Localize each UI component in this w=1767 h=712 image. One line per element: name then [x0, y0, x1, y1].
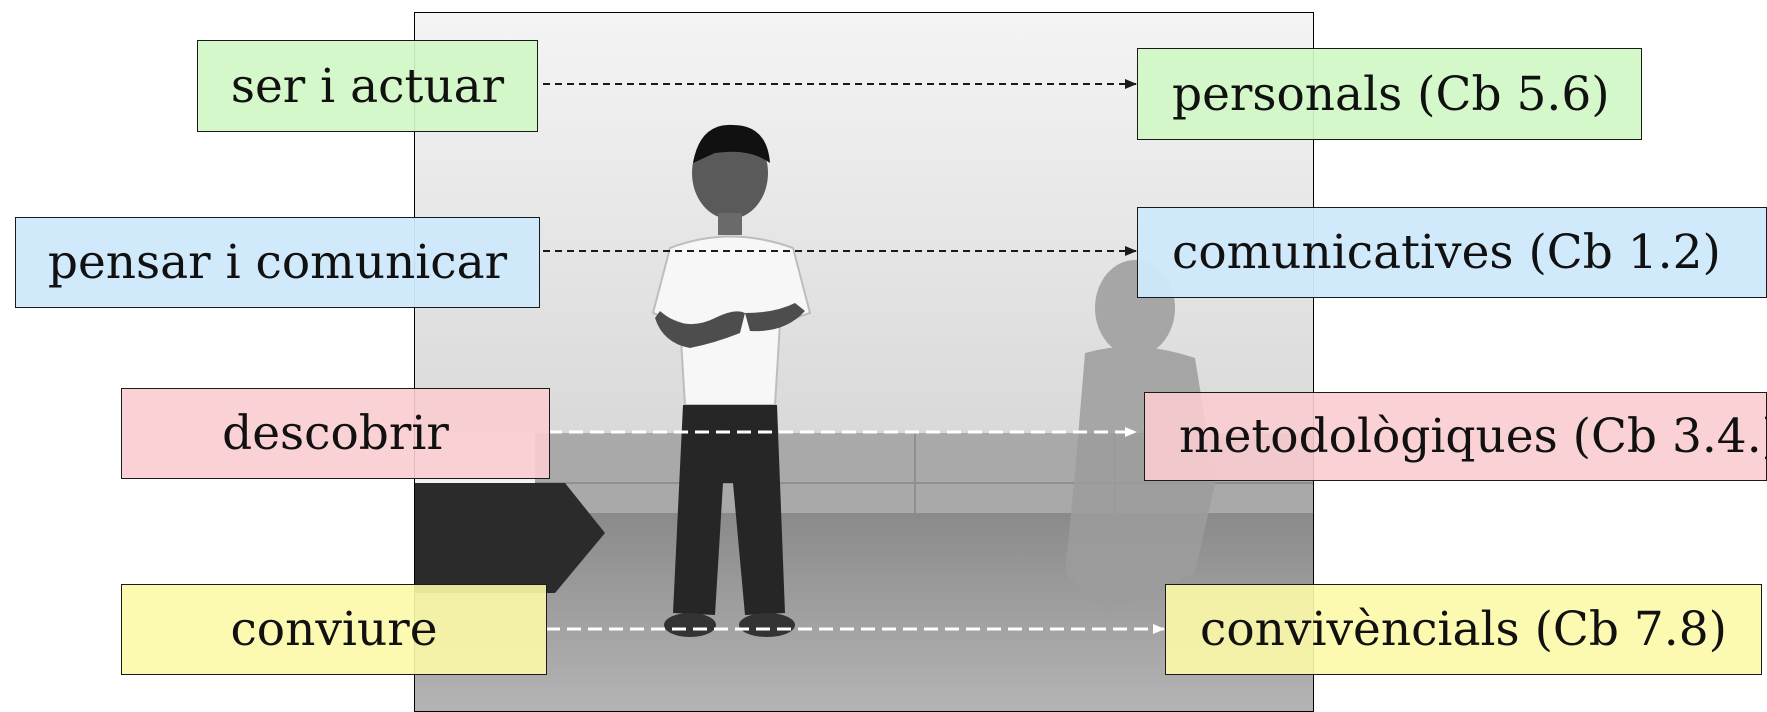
- box-pensar-i-comunicar: pensar i comunicar: [15, 217, 540, 308]
- box-convivencials: convivèncials (Cb 7.8): [1165, 584, 1762, 675]
- box-ser-i-actuar: ser i actuar: [197, 40, 538, 132]
- box-metodologiques: metodològiques (Cb 3.4.): [1144, 392, 1767, 481]
- dark-object: [415, 483, 605, 593]
- photo-illustration: [415, 13, 1313, 711]
- box-comunicatives: comunicatives (Cb 1.2): [1137, 207, 1767, 298]
- child-figure: [651, 124, 812, 637]
- box-personals: personals (Cb 5.6): [1137, 48, 1642, 140]
- box-descobrir: descobrir: [121, 388, 550, 479]
- box-conviure: conviure: [121, 584, 547, 675]
